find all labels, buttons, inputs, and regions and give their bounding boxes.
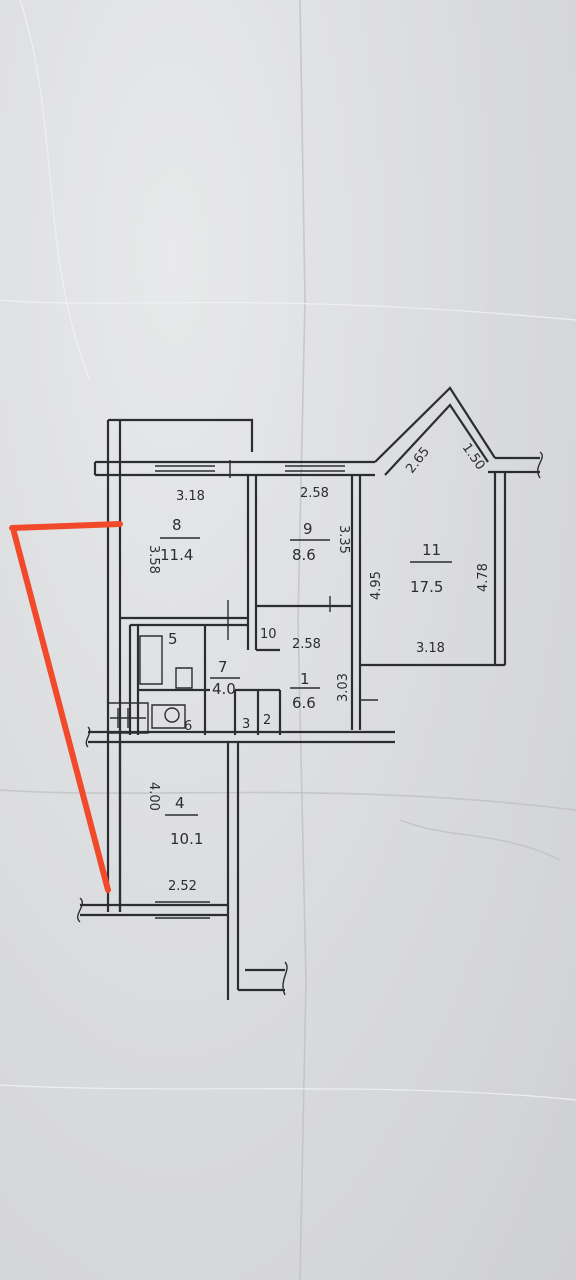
room-4-number: 4 <box>175 794 185 812</box>
room-3-number: 3 <box>242 717 250 732</box>
dim-3-18-top: 3.18 <box>176 489 205 504</box>
dim-4-95: 4.95 <box>369 571 384 600</box>
room-6-number: 6 <box>184 719 192 734</box>
room-7-area: 4.0 <box>212 680 236 698</box>
room-8-area: 11.4 <box>160 546 193 564</box>
room-4-area: 10.1 <box>170 830 203 848</box>
orange-marker <box>9 521 123 893</box>
room-2-number: 2 <box>263 713 271 728</box>
dim-3-18-right: 3.18 <box>416 641 445 656</box>
dim-2-52: 2.52 <box>168 879 197 894</box>
dim-3-03: 3.03 <box>336 673 351 702</box>
room-11-area: 17.5 <box>410 578 443 596</box>
dimension-labels: 3.18 2.58 3.58 3.35 4.95 2.65 1.50 4.78 … <box>146 441 491 894</box>
room-7-number: 7 <box>218 658 228 676</box>
room-10-number: 10 <box>260 627 277 642</box>
room-labels: 8 11.4 9 8.6 11 17.5 5 7 4.0 1 6.6 10 6 … <box>160 516 452 848</box>
room-8-number: 8 <box>172 516 182 534</box>
room-11-number: 11 <box>422 541 441 559</box>
dim-2-58-top: 2.58 <box>300 486 329 501</box>
room-5-number: 5 <box>168 630 178 648</box>
room-9-number: 9 <box>303 520 313 538</box>
dim-1-50: 1.50 <box>459 441 488 473</box>
room-1-number: 1 <box>300 670 310 688</box>
walls <box>77 386 543 1000</box>
dim-4-78: 4.78 <box>476 563 491 592</box>
dim-3-58: 3.58 <box>146 545 161 574</box>
room-1-area: 6.6 <box>292 694 316 712</box>
dim-4-00: 4.00 <box>146 782 161 811</box>
dim-3-35: 3.35 <box>336 525 351 554</box>
dim-2-58-mid: 2.58 <box>292 637 321 652</box>
room-9-area: 8.6 <box>292 546 316 564</box>
